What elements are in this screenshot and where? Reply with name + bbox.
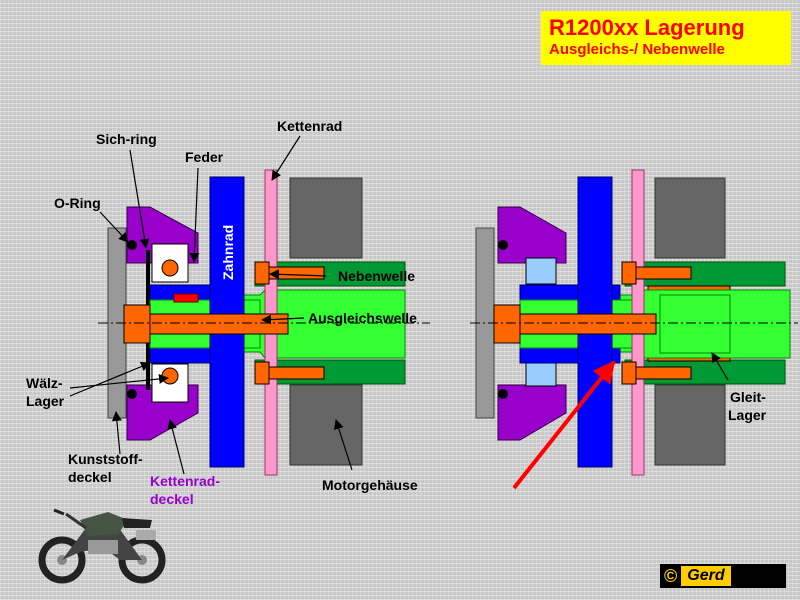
nebenwelle-bolt-head-upper-left: [254, 261, 270, 285]
label-kunststoffdeckel-1: Kunststoff-: [68, 451, 143, 467]
kettenraddeckel-upper-right: [497, 206, 567, 264]
seal-upper-right: [525, 257, 557, 285]
page-title: R1200xx Lagerung: [549, 15, 745, 40]
motorcycle-illustration: [38, 508, 166, 584]
o-ring-lower-left: [127, 389, 137, 399]
o-ring-upper-right: [498, 240, 508, 250]
motor-housing-upper-right: [654, 177, 726, 259]
title-box: R1200xx Lagerung Ausgleichs-/ Nebenwelle: [541, 11, 791, 65]
central-bolt-head-right: [493, 304, 521, 344]
label-waelz-lager-2: Lager: [26, 393, 65, 409]
nebenwelle-bolt-head-lower-left: [254, 361, 270, 385]
page-subtitle: Ausgleichs-/ Nebenwelle: [549, 41, 725, 58]
nebenwelle-bolt-lower-right: [635, 366, 692, 380]
label-ausgleichswelle: Ausgleichswelle: [308, 310, 417, 326]
highlight-arrow: [512, 360, 616, 490]
nebenwelle-bolt-lower-left: [268, 366, 325, 380]
central-bolt-head-left: [123, 304, 151, 344]
central-bolt-left: [149, 313, 289, 335]
kettenraddeckel-lower-right: [497, 384, 567, 441]
label-kunststoffdeckel-2: deckel: [68, 469, 112, 485]
leader-lines: [69, 135, 729, 475]
shaft-groove-right: [659, 294, 731, 354]
motor-housing-upper-left: [289, 177, 363, 259]
label-o-ring: O-Ring: [54, 195, 101, 211]
nebenwelle-bolt-head-upper-right: [621, 261, 637, 285]
seal-lower-right: [525, 359, 557, 387]
label-nebenwelle: Nebenwelle: [338, 268, 415, 284]
label-feder: Feder: [185, 149, 224, 165]
label-gleit-lager-2: Lager: [728, 407, 767, 423]
bearing-ball-lower-left: [161, 367, 179, 385]
label-sich-ring: Sich-ring: [96, 131, 157, 147]
central-bolt-right: [519, 313, 657, 335]
o-ring-upper-left: [127, 240, 137, 250]
label-waelz-lager-1: Wälz-: [26, 375, 63, 391]
motor-housing-lower-right: [654, 384, 726, 466]
motor-housing-lower-left: [289, 384, 363, 466]
copyright-symbol: ©: [664, 565, 678, 586]
labels: Sich-ring Feder Kettenrad O-Ring Zahnrad…: [26, 118, 767, 507]
label-zahnrad: Zahnrad: [220, 225, 236, 280]
copyright-logo: © Gerd: [660, 564, 786, 588]
nebenwelle-bolt-upper-left: [268, 266, 325, 280]
label-kettenraddeckel-2: deckel: [150, 491, 194, 507]
feder-key-left: [173, 293, 199, 303]
o-ring-lower-right: [498, 389, 508, 399]
label-kettenraddeckel-1: Kettenrad-: [150, 473, 220, 489]
bearing-ball-upper-left: [161, 259, 179, 277]
nebenwelle-bolt-head-lower-right: [621, 361, 637, 385]
nebenwelle-bolt-upper-right: [635, 266, 692, 280]
right-assembly: [470, 169, 798, 476]
copyright-name: Gerd: [681, 566, 731, 586]
label-kettenrad: Kettenrad: [277, 118, 342, 134]
label-motorgehaeuse: Motorgehäuse: [322, 477, 418, 493]
label-gleit-lager-1: Gleit-: [730, 389, 766, 405]
